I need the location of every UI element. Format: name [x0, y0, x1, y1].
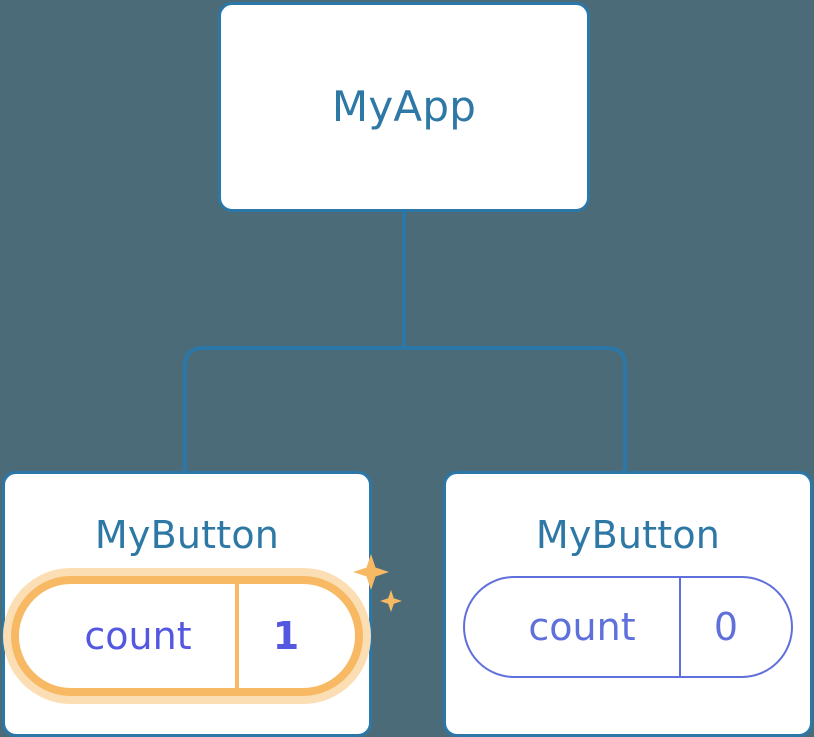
state-pill-wrapper-1: count 1	[11, 554, 402, 696]
node-mybutton-2-title: MyButton	[535, 513, 721, 557]
node-myapp-title: MyApp	[331, 82, 477, 131]
node-mybutton-1[interactable]: MyButton count 1	[2, 471, 402, 737]
state-pill-1[interactable]: count 1	[11, 576, 363, 696]
node-mybutton-2[interactable]: MyButton count 0	[443, 471, 813, 737]
node-myapp[interactable]: MyApp	[218, 2, 590, 212]
state-pill-2[interactable]: count 0	[463, 576, 793, 678]
state-key-2: count	[528, 605, 636, 649]
state-key-1: count	[84, 614, 192, 658]
node-mybutton-1-title: MyButton	[94, 513, 280, 557]
connector-children-bus	[183, 346, 627, 472]
state-pill-wrapper-2: count 0	[463, 576, 793, 678]
state-value-1: 1	[235, 584, 355, 688]
state-value-2: 0	[679, 578, 791, 676]
